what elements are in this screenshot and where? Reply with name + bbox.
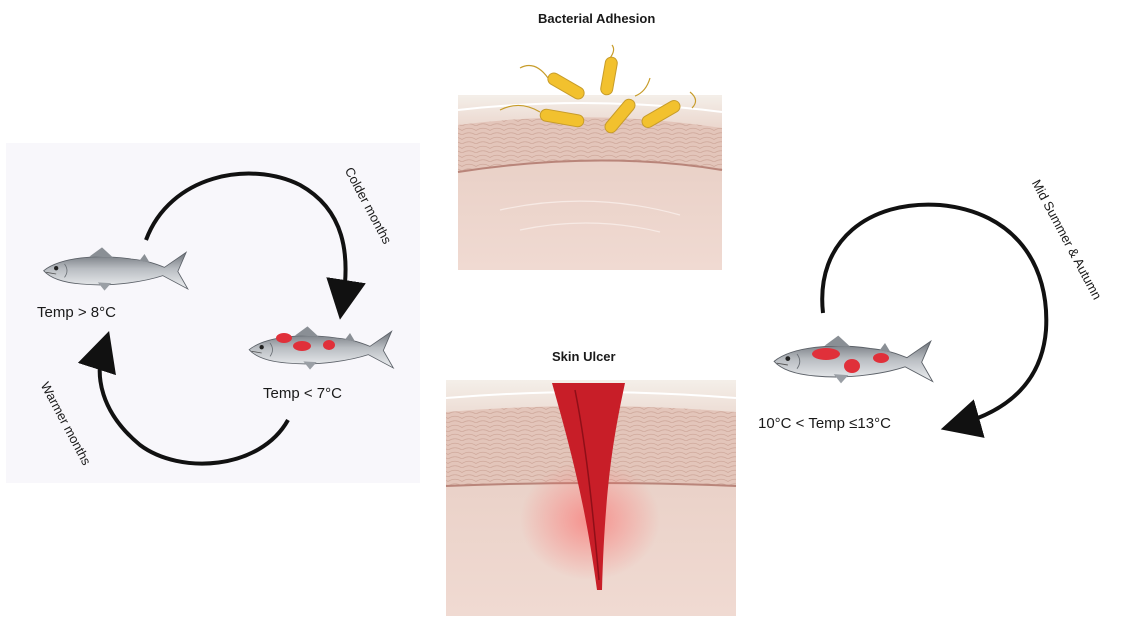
- temp-above-8-label: Temp > 8°C: [37, 304, 116, 321]
- colder-months-arrow: [144, 171, 366, 320]
- ulcer-wound: [552, 383, 625, 590]
- bacteria-group-icon: [499, 44, 697, 134]
- skin-ulcer-panel: [445, 380, 737, 616]
- lesioned-fish-left-icon: [248, 325, 394, 371]
- lesioned-fish-right-icon: [773, 335, 934, 384]
- bacterial-adhesion-title: Bacterial Adhesion: [538, 11, 656, 26]
- healthy-fish-icon: [43, 246, 189, 292]
- bacterial-adhesion-panel: [457, 95, 723, 270]
- temp-below-7-label: Temp < 7°C: [263, 385, 342, 402]
- temp-range-label: 10°C < Temp ≤13°C: [758, 415, 891, 432]
- warmer-months-arrow: [77, 330, 290, 466]
- mid-summer-autumn-arrow: [820, 202, 1049, 438]
- skin-ulcer-title: Skin Ulcer: [552, 349, 616, 364]
